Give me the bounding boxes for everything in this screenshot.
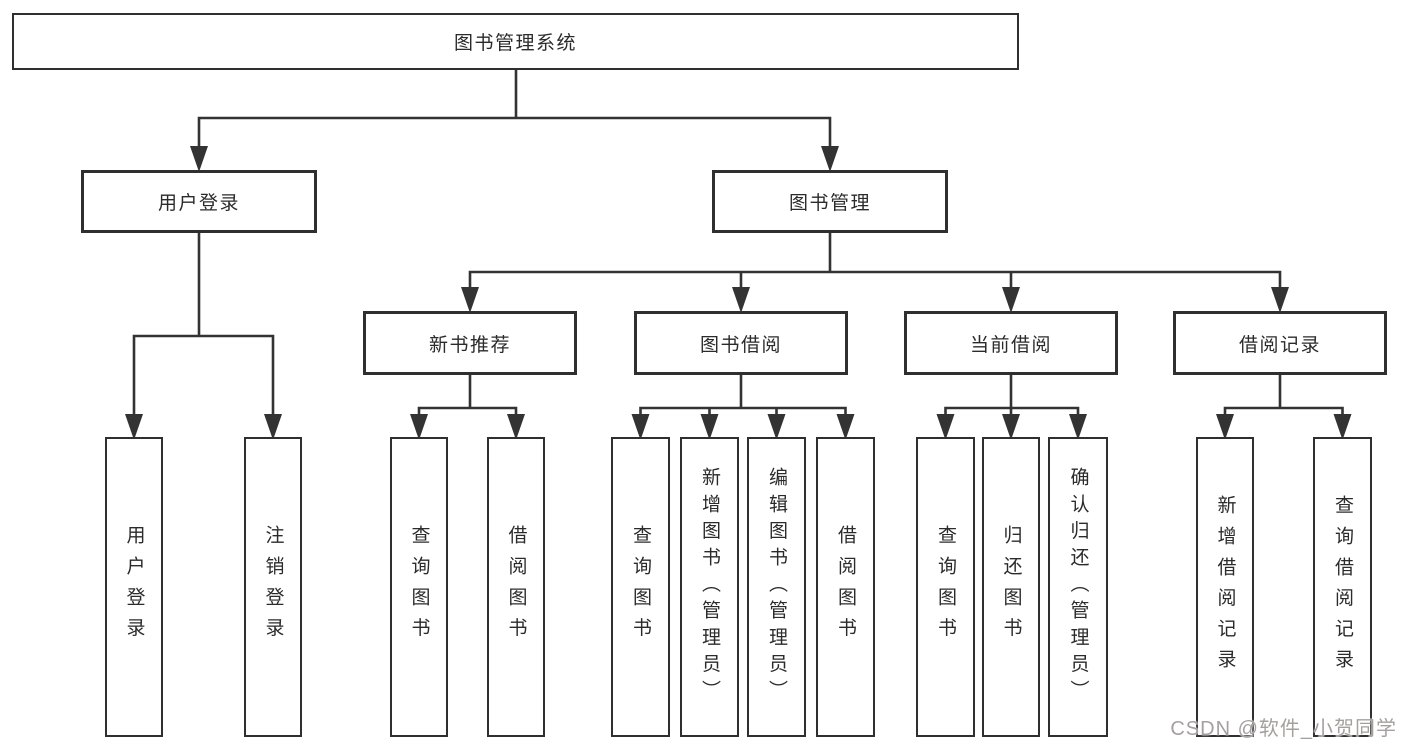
arrow-down-icon	[507, 414, 525, 440]
arrow-down-icon	[125, 414, 143, 440]
arrow-down-icon	[732, 287, 750, 313]
node-cb-confirm-return-admin: 确认归还（管理员）	[1048, 437, 1108, 737]
node-bb-borrow-books: 借阅图书	[816, 437, 875, 737]
node-label: 查询借阅记录	[1332, 494, 1353, 680]
arrow-down-icon	[1271, 287, 1289, 313]
arrow-down-icon	[700, 414, 719, 440]
node-logout: 注销登录	[244, 437, 302, 737]
node-label: 用户登录	[123, 525, 145, 649]
arrow-down-icon	[264, 414, 282, 440]
csdn-watermark: CSDN @软件_小贺同学	[1170, 718, 1397, 740]
node-bb-add-books-admin: 新增图书（管理员）	[680, 437, 739, 737]
arrow-down-icon	[631, 414, 650, 440]
edge-userlogin-to-children	[132, 233, 275, 419]
node-br-query-borrow-record: 查询借阅记录	[1313, 437, 1372, 737]
arrow-down-icon	[190, 146, 208, 172]
node-bb-query-books: 查询图书	[611, 437, 670, 737]
node-borrowing-records: 借阅记录	[1173, 311, 1387, 375]
node-label: 查询图书	[630, 525, 651, 649]
edge-currentborrow-to-children	[944, 375, 1080, 419]
arrow-down-icon	[836, 414, 855, 440]
arrow-down-icon	[410, 414, 428, 440]
connector-lines	[132, 70, 1344, 419]
node-br-add-borrow-record: 新增借阅记录	[1196, 437, 1254, 737]
node-label: 新增图书（管理员）	[699, 467, 720, 707]
node-label: 注销登录	[262, 525, 284, 649]
arrowheads	[125, 146, 1352, 440]
edge-bookmgmt-to-level3	[468, 233, 1282, 290]
node-new-book-recommend: 新书推荐	[363, 311, 577, 375]
arrow-down-icon	[767, 414, 786, 440]
arrow-down-icon	[461, 287, 479, 313]
edge-bookborrow-to-children	[639, 375, 847, 419]
arrow-down-icon	[821, 146, 839, 172]
arrow-down-icon	[1216, 414, 1234, 440]
node-label: 借阅图书	[835, 525, 856, 649]
node-nb-borrow-books: 借阅图书	[487, 437, 545, 737]
node-label: 归还图书	[1000, 525, 1022, 649]
node-label: 新增借阅记录	[1214, 494, 1236, 680]
edge-newbookrec-to-children	[417, 375, 518, 419]
node-bb-edit-books-admin: 编辑图书（管理员）	[747, 437, 806, 737]
arrow-down-icon	[1002, 287, 1020, 313]
arrow-down-icon	[1002, 414, 1020, 440]
node-user-login: 用户登录	[81, 170, 317, 233]
node-label: 编辑图书（管理员）	[766, 467, 787, 707]
node-cb-return-books: 归还图书	[982, 437, 1040, 737]
arrow-down-icon	[1069, 414, 1087, 440]
node-nb-query-books: 查询图书	[390, 437, 448, 737]
node-label: 查询图书	[408, 525, 430, 649]
edge-root-to-level2	[197, 116, 832, 152]
node-book-management: 图书管理	[712, 170, 948, 233]
node-current-borrowing: 当前借阅	[904, 311, 1118, 375]
node-book-borrowing: 图书借阅	[634, 311, 848, 375]
arrow-down-icon	[1333, 414, 1352, 440]
node-cb-query-books: 查询图书	[916, 437, 975, 737]
node-label: 借阅图书	[505, 525, 527, 649]
node-label: 确认归还（管理员）	[1067, 467, 1089, 707]
node-label: 查询图书	[935, 525, 956, 649]
node-user-login-leaf: 用户登录	[105, 437, 163, 737]
edge-borrowrecord-to-children	[1223, 375, 1344, 419]
node-library-management-system: 图书管理系统	[12, 13, 1019, 70]
arrow-down-icon	[936, 414, 955, 440]
